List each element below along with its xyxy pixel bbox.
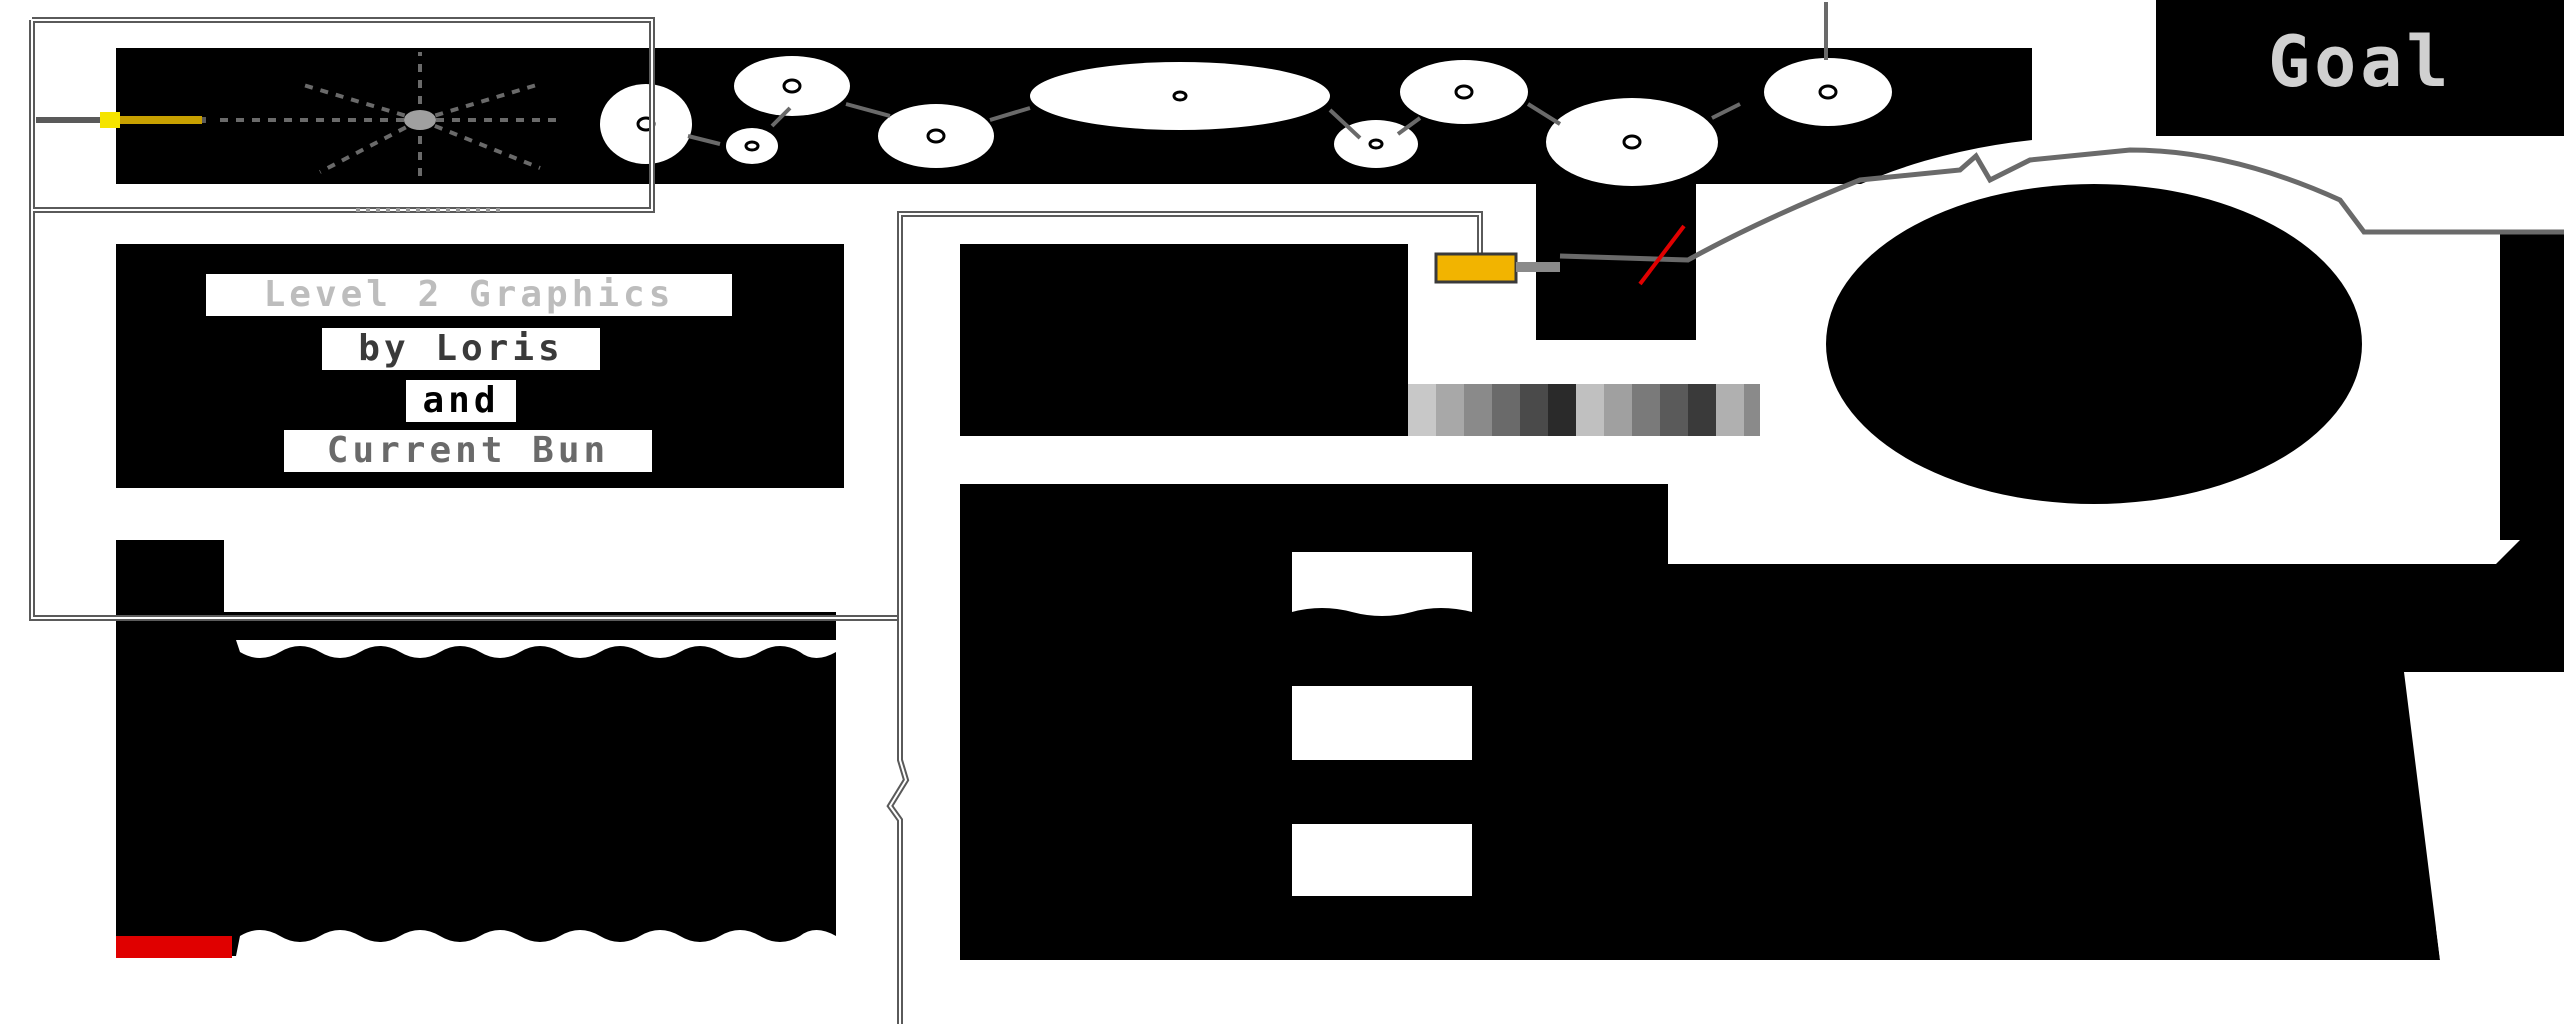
- opening-spawn-gap-right: [516, 184, 636, 202]
- gear-disc-icon: [744, 140, 760, 152]
- cog-3: [726, 128, 778, 164]
- battery-player-icon[interactable]: [1434, 252, 1560, 284]
- window-3: [1292, 824, 1472, 896]
- gear-disc-icon: [1368, 138, 1384, 150]
- opening-right-slope: [2404, 672, 2528, 960]
- wall-right-strip: [2500, 230, 2564, 540]
- goal-label: Goal: [2268, 21, 2453, 103]
- cable-highlight: [31, 19, 898, 619]
- credit-line4-bg: [284, 430, 652, 472]
- wires: [29, 2, 2564, 1024]
- wave-bottom: [236, 930, 836, 956]
- wall-center-top: [960, 244, 1408, 436]
- wall-top-corridor-drop: [1536, 184, 1696, 340]
- yellow-spark-icon: [100, 112, 202, 128]
- cog-9: [1764, 58, 1892, 126]
- credit-line2: by Loris: [358, 328, 563, 369]
- wall-left-lower: [116, 612, 836, 956]
- credit-line4: Current Bun: [327, 430, 609, 471]
- opening-spawn-gap: [116, 184, 356, 202]
- cable-icon: [1559, 147, 2564, 263]
- wave-top: [236, 640, 836, 658]
- cog-1: [600, 84, 692, 164]
- track-oval-inner: [1826, 184, 2362, 504]
- gear-disc-icon: [782, 78, 802, 94]
- spark-spawner-icon: [220, 52, 560, 176]
- credit-line1: Level 2 Graphics: [264, 274, 675, 315]
- wall-right-mass: [1668, 564, 2436, 960]
- credit-line3: and: [422, 380, 499, 421]
- spawner-core: [404, 110, 436, 130]
- gear-disc-icon: [1454, 84, 1474, 100]
- window-2: [1292, 686, 1472, 760]
- cog-5: [1030, 62, 1330, 130]
- cable-icon: [687, 2, 1828, 146]
- cog-7: [1400, 60, 1528, 124]
- cog-hubs: [636, 78, 1838, 152]
- opening-credits-notch: [116, 488, 724, 540]
- credit-line2-bg: [322, 328, 600, 370]
- cog-2: [734, 56, 850, 116]
- window-wave: [1292, 608, 1472, 620]
- credits: Level 2 Graphics by Loris and Current Bu…: [206, 274, 732, 472]
- cog-4: [878, 104, 994, 168]
- wall-spawn-chamber: [116, 48, 636, 184]
- gear-disc-icon: [1622, 134, 1642, 150]
- cable-highlight: [888, 213, 1481, 1024]
- gear-disc-icon: [1172, 90, 1188, 102]
- gear-disc-icon: [926, 128, 946, 144]
- cog-8: [1546, 98, 1718, 186]
- wall-goal-block: [2156, 0, 2564, 136]
- gradient-strip: [1408, 384, 1760, 436]
- credit-line3-bg: [406, 380, 516, 422]
- red-hazard-icon: [116, 936, 232, 958]
- wall-right-slope: [2404, 540, 2564, 960]
- credit-line1-bg: [206, 274, 732, 316]
- gear-disc-icon: [1818, 84, 1838, 100]
- red-laser: [1638, 224, 1686, 286]
